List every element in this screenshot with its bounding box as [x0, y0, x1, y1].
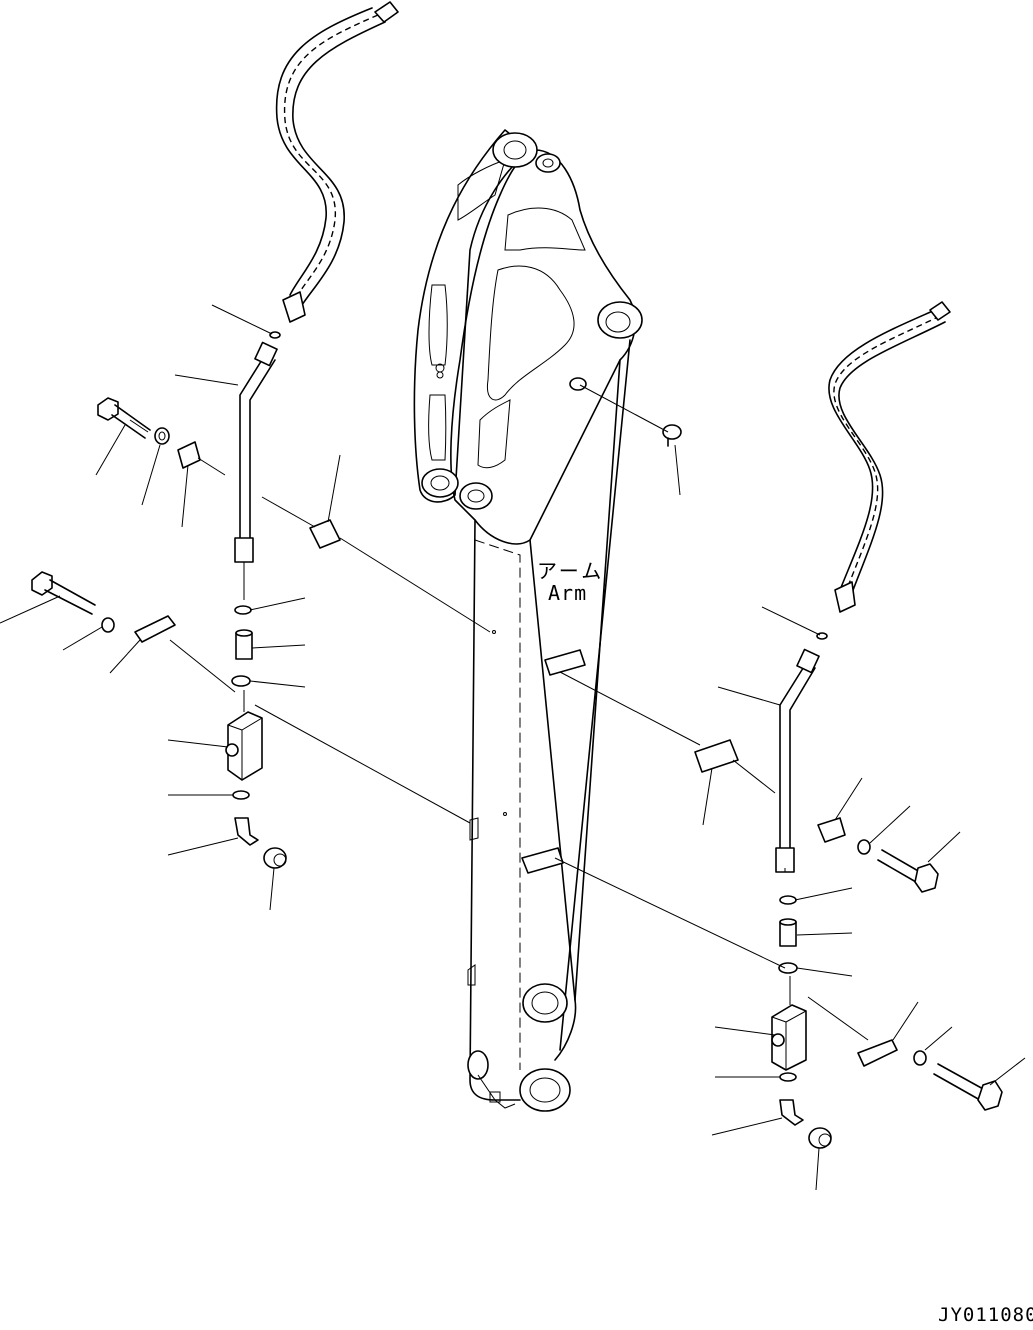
arm-label-japanese: アーム [537, 559, 605, 583]
left-hose-assembly [31, 1, 399, 869]
drawing-code: JY011080 [938, 1304, 1033, 1326]
arm-label-english: Arm [548, 581, 588, 605]
arm-body [413, 129, 643, 1112]
right-hose-assembly [521, 301, 1003, 1149]
leader-lines [0, 304, 1026, 1191]
